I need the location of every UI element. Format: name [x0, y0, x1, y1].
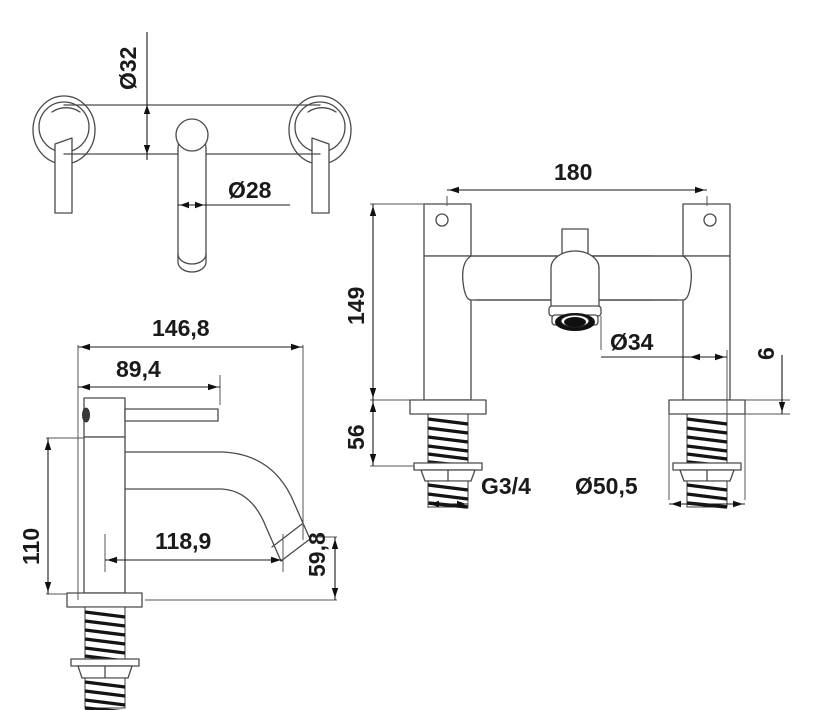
bath-right-washer: [672, 462, 742, 471]
dim-110-arrow-top: [44, 440, 52, 450]
dim-149-arrow-top: [369, 206, 377, 216]
dim-d505-label: Ø50,5: [575, 473, 638, 499]
dim-894-arrow-right: [208, 383, 218, 391]
left-lever: [54, 137, 73, 214]
dim-180-label: 180: [554, 159, 592, 185]
dim-d28-label: Ø28: [228, 177, 272, 203]
dim-1189-arrow-right: [271, 556, 281, 564]
center-spout-bottom-arc: [177, 253, 207, 265]
bath-left-handle-screw: [435, 213, 449, 227]
basin-washer: [70, 658, 140, 667]
bath-left-washer: [413, 462, 483, 471]
dim-56-arrow-bottom: [369, 454, 377, 464]
dim-d32-arrow-bottom: [143, 145, 151, 154]
basin-spout-outlet-bevel: [271, 523, 303, 548]
dim-1468-arrow-right: [291, 343, 301, 351]
dim-1189-label: 118,9: [155, 528, 211, 554]
left-handle-top-arc: [51, 107, 81, 113]
dim-1468-label: 146,8: [152, 315, 210, 341]
dim-598-arrow-top: [331, 539, 339, 549]
basin-lever-arm: [124, 408, 219, 422]
basin-spout-top-curve: [124, 451, 311, 540]
dim-149-label: 149: [343, 287, 369, 325]
dim-d505-arrow-left: [671, 500, 681, 508]
dim-894-arrow-left: [80, 383, 90, 391]
dim-6-label: 6: [753, 347, 779, 360]
view-basin-mixer: 146,8 89,4 110 118,9 59,8: [18, 315, 339, 710]
bath-right-flange: [668, 399, 746, 415]
bath-bridge-right: [587, 255, 692, 301]
dim-g34-arrow-right: [457, 500, 466, 508]
bath-outlet-bore: [564, 317, 586, 327]
dim-d28-arrow-left: [180, 201, 189, 209]
dim-d34-arrow-left: [690, 353, 700, 361]
dim-6-arrow-bottom: [778, 402, 786, 412]
bath-right-thread-upper-hatch: [686, 417, 728, 468]
right-handle-top-arc: [307, 107, 337, 113]
bath-right-handle-block: [682, 203, 731, 257]
dim-110-label: 110: [18, 528, 44, 565]
dim-598-label: 59,8: [304, 532, 330, 577]
view-bath-filler: 180 149 56 Ø34 6 G3/4 Ø50,5: [343, 159, 790, 509]
center-spout-body: [177, 133, 207, 273]
dim-180-arrow-left: [449, 186, 459, 194]
basin-spout-outlet-face: [280, 538, 311, 562]
center-spout-cap: [175, 118, 209, 152]
dim-180-arrow-right: [695, 186, 705, 194]
dim-d34-arrow-right: [715, 353, 725, 361]
dim-d34-label: Ø34: [610, 329, 654, 355]
dim-d32-label: Ø32: [115, 47, 141, 90]
dim-1468-arrow-left: [80, 343, 90, 351]
dim-1189-arrow-left: [107, 556, 117, 564]
right-lever: [311, 137, 330, 214]
basin-indicator-dot: [82, 407, 91, 423]
bath-right-column: [682, 255, 731, 401]
dim-56-label: 56: [343, 424, 369, 450]
bath-left-handle-block: [423, 203, 472, 257]
bath-left-flange: [409, 399, 487, 415]
bath-right-handle-screw: [703, 213, 717, 227]
view-wall-mixer: Ø32 Ø28: [32, 32, 352, 273]
dim-56-arrow-top: [369, 402, 377, 412]
dim-149-arrow-bottom: [369, 388, 377, 398]
basin-spout-bottom-curve: [124, 488, 282, 562]
dim-d32-arrow-top: [143, 105, 151, 114]
dim-598-arrow-bottom: [331, 588, 339, 598]
basin-handle-cap: [83, 397, 126, 438]
basin-thread-lower-hatch: [84, 680, 126, 710]
dim-d505-arrow-right: [733, 500, 743, 508]
dim-d28-arrow-right: [195, 201, 204, 209]
bath-spout-body: [550, 250, 600, 309]
dim-g34-arrow-left: [430, 500, 439, 508]
dim-894-label: 89,4: [116, 356, 161, 382]
dim-110-arrow-bottom: [44, 582, 52, 592]
dim-g34-label: G3/4: [481, 473, 531, 499]
